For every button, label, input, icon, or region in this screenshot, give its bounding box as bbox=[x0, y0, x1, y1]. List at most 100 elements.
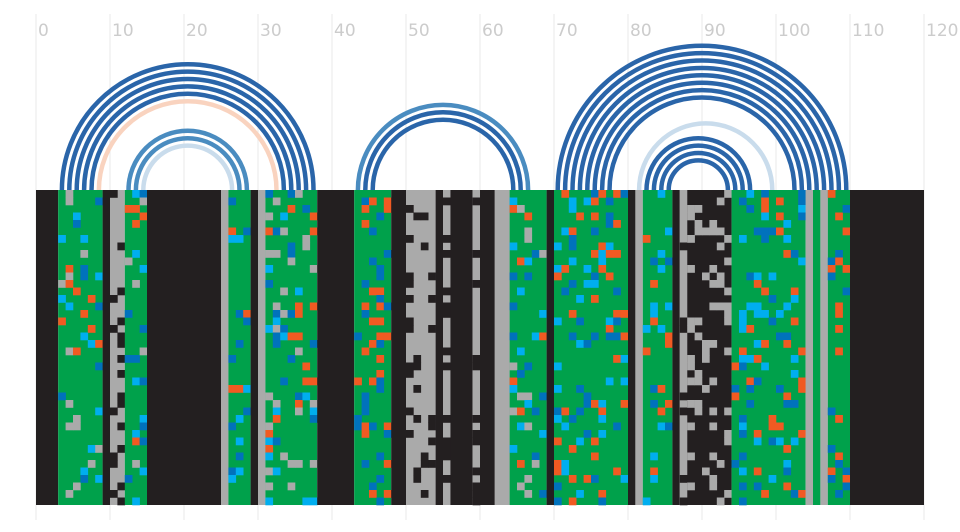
matrix-cell bbox=[561, 265, 570, 273]
matrix-cell bbox=[598, 190, 607, 198]
matrix-cell bbox=[739, 430, 747, 438]
matrix-cell bbox=[117, 482, 126, 491]
arc-6.5-34.5 bbox=[81, 84, 294, 191]
matrix-cell bbox=[583, 392, 592, 401]
x-tick-label: 0 bbox=[38, 21, 49, 41]
matrix-cell bbox=[139, 415, 148, 423]
matrix-cell bbox=[524, 362, 533, 371]
arc-5.5-35.5 bbox=[74, 76, 301, 191]
matrix-cell bbox=[605, 332, 614, 341]
matrix-cell bbox=[124, 310, 133, 318]
matrix-cell bbox=[561, 460, 570, 468]
matrix-cell bbox=[598, 257, 607, 266]
matrix-cell bbox=[776, 422, 784, 431]
matrix-cell bbox=[746, 190, 755, 198]
matrix-cell bbox=[694, 220, 703, 228]
matrix-cell bbox=[761, 235, 769, 243]
matrix-cell bbox=[428, 415, 436, 423]
matrix-cell bbox=[272, 317, 281, 326]
matrix-cell bbox=[539, 430, 547, 438]
matrix-cell bbox=[361, 220, 370, 228]
matrix-cell bbox=[80, 235, 89, 243]
matrix-cell bbox=[568, 475, 577, 483]
matrix-block-gap bbox=[250, 190, 258, 505]
matrix-cell bbox=[406, 295, 414, 303]
matrix-cell bbox=[509, 362, 518, 371]
matrix-cell bbox=[731, 385, 740, 393]
matrix-cell bbox=[361, 280, 370, 288]
matrix-cell bbox=[591, 197, 599, 206]
matrix-cell bbox=[139, 197, 148, 206]
matrix-cell bbox=[687, 482, 695, 491]
matrix-cell bbox=[420, 490, 429, 498]
matrix-cell bbox=[591, 332, 599, 341]
matrix-cell bbox=[642, 347, 651, 356]
matrix-cell bbox=[605, 242, 614, 251]
matrix-cell bbox=[443, 347, 451, 356]
matrix-cell bbox=[724, 430, 732, 438]
matrix-block-gap bbox=[391, 190, 406, 505]
matrix-cell bbox=[139, 377, 148, 386]
matrix-cell bbox=[657, 250, 666, 258]
arc-70.5-109.5 bbox=[555, 43, 849, 191]
matrix-cell bbox=[650, 452, 658, 461]
matrix-cell bbox=[724, 490, 732, 498]
matrix-cell bbox=[642, 235, 651, 243]
matrix-cell bbox=[554, 467, 562, 476]
matrix-cell bbox=[613, 287, 621, 296]
matrix-cell bbox=[657, 190, 666, 198]
matrix-cell bbox=[798, 205, 806, 213]
matrix-cell bbox=[702, 347, 710, 356]
matrix-cell bbox=[739, 325, 747, 333]
matrix-cell bbox=[132, 220, 140, 228]
matrix-cell bbox=[383, 250, 392, 258]
matrix-cell bbox=[406, 272, 414, 281]
matrix-cell bbox=[272, 197, 281, 206]
matrix-cell bbox=[554, 317, 562, 326]
matrix-cell bbox=[287, 205, 296, 213]
matrix-cell bbox=[835, 490, 843, 498]
matrix-cell bbox=[761, 287, 769, 296]
x-tick-label: 60 bbox=[482, 21, 504, 41]
matrix-cell bbox=[761, 490, 769, 498]
matrix-cell bbox=[95, 272, 103, 281]
matrix-cell bbox=[709, 227, 718, 236]
matrix-cell bbox=[443, 452, 451, 461]
matrix-cell bbox=[228, 227, 237, 236]
matrix-cell bbox=[554, 437, 562, 446]
matrix-cell bbox=[272, 332, 281, 341]
matrix-cell bbox=[539, 332, 547, 341]
matrix-cell bbox=[287, 242, 296, 251]
matrix-cell bbox=[702, 467, 710, 476]
matrix-cell bbox=[827, 407, 836, 416]
matrix-cell bbox=[95, 197, 103, 206]
matrix-cell bbox=[517, 392, 525, 401]
matrix-cell bbox=[783, 392, 792, 401]
matrix-cell bbox=[309, 265, 318, 273]
matrix-cell bbox=[132, 460, 140, 468]
matrix-cell bbox=[798, 490, 806, 498]
matrix-cell bbox=[835, 212, 843, 221]
matrix-cell bbox=[591, 400, 599, 408]
matrix-cell bbox=[665, 332, 673, 341]
matrix-cell bbox=[687, 325, 695, 333]
matrix-cell bbox=[724, 257, 732, 266]
matrix-cell bbox=[716, 242, 725, 251]
matrix-cell bbox=[509, 197, 518, 206]
matrix-cell bbox=[65, 347, 74, 356]
matrix-cell bbox=[413, 355, 422, 363]
matrix-cell bbox=[302, 362, 311, 371]
matrix-cell bbox=[709, 377, 718, 386]
matrix-cell bbox=[613, 467, 621, 476]
matrix-cell bbox=[679, 475, 688, 483]
matrix-cell bbox=[724, 310, 732, 318]
matrix-cell bbox=[591, 212, 599, 221]
matrix-cell bbox=[554, 272, 562, 281]
matrix-cell bbox=[783, 235, 792, 243]
matrix-cell bbox=[761, 362, 769, 371]
matrix-cell bbox=[605, 377, 614, 386]
matrix-cell bbox=[428, 460, 436, 468]
matrix-cell bbox=[835, 460, 843, 468]
matrix-cell bbox=[383, 332, 392, 341]
